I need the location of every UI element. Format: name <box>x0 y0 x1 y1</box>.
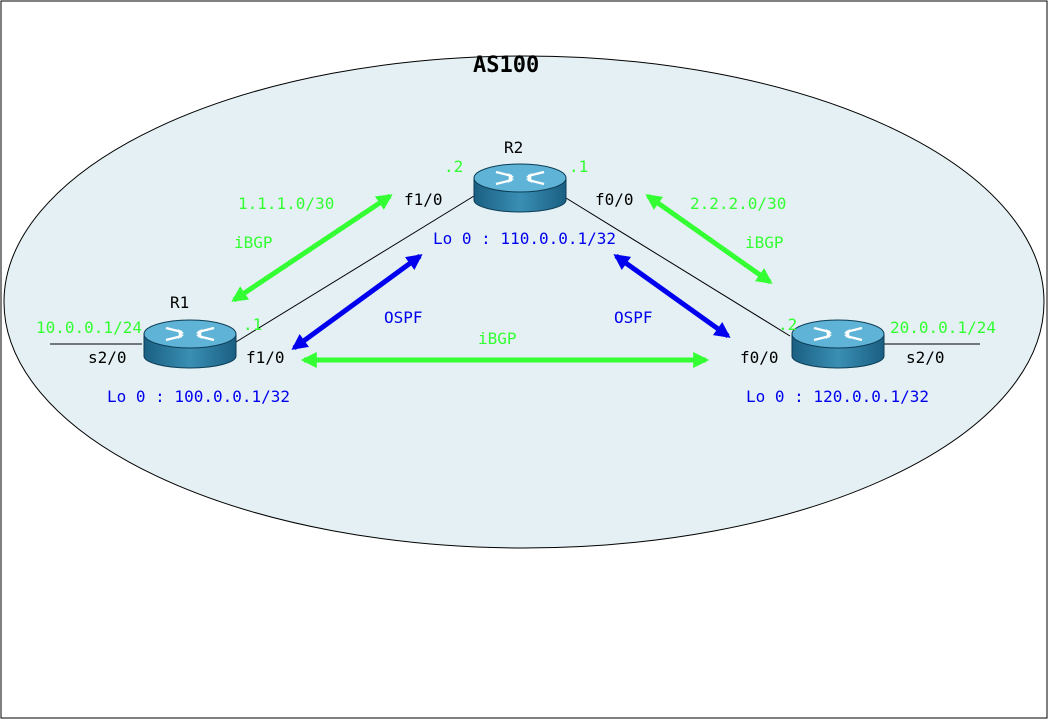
right-subnet-label: 2.2.2.0/30 <box>690 194 786 213</box>
r2-left-host-label: .2 <box>444 157 463 176</box>
r3-right-network-label: 20.0.0.1/24 <box>890 318 996 337</box>
ibgp-arrow-r2-r3 <box>645 193 773 285</box>
r1-right-host-label: .1 <box>243 315 262 334</box>
ospf-right-label: OSPF <box>614 308 653 327</box>
r3-left-host-label: .2 <box>778 315 797 334</box>
ibgp-arrow-r1-r2 <box>231 193 393 303</box>
r1-right-interface-label: f1/0 <box>246 348 285 367</box>
r1-left-interface-label: s2/0 <box>88 348 127 367</box>
ibgp-right-label: iBGP <box>745 233 784 252</box>
r2-loopback-label: Lo 0 : 110.0.0.1/32 <box>433 229 616 248</box>
router-r3-icon <box>790 318 886 370</box>
r1-loopback-label: Lo 0 : 100.0.0.1/32 <box>107 387 290 406</box>
router-r1-icon <box>142 318 238 370</box>
as-label: AS100 <box>473 53 539 78</box>
r2-right-interface-label: f0/0 <box>595 190 634 209</box>
r3-left-interface-label: f0/0 <box>740 348 779 367</box>
r2-right-host-label: .1 <box>569 157 588 176</box>
ibgp-bottom-label: iBGP <box>478 329 517 348</box>
router-r2-icon <box>472 162 568 214</box>
ospf-left-label: OSPF <box>384 308 423 327</box>
r1-name-label: R1 <box>170 293 189 312</box>
r2-left-interface-label: f1/0 <box>404 190 443 209</box>
r3-right-interface-label: s2/0 <box>906 348 945 367</box>
as-boundary-ellipse <box>3 55 1045 549</box>
ospf-arrow-r2-r3 <box>613 253 731 339</box>
ospf-arrow-r1-r2 <box>291 253 423 351</box>
left-subnet-label: 1.1.1.0/30 <box>238 194 334 213</box>
r2-name-label: R2 <box>504 138 523 157</box>
r1-left-network-label: 10.0.0.1/24 <box>36 318 142 337</box>
ibgp-left-label: iBGP <box>234 233 273 252</box>
r3-loopback-label: Lo 0 : 120.0.0.1/32 <box>746 387 929 406</box>
